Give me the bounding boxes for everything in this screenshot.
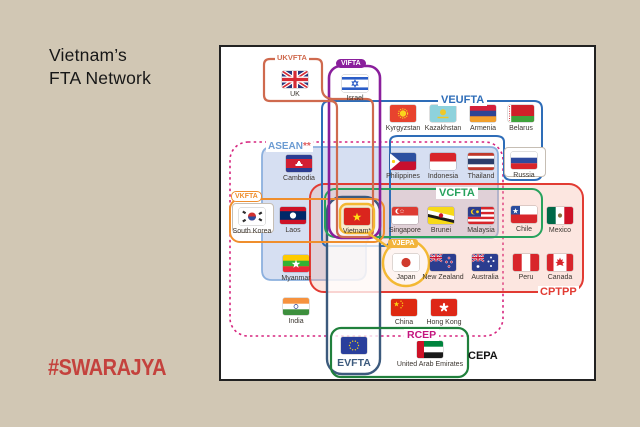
flag-malaysia-icon	[468, 207, 494, 224]
country-label: Indonesia	[427, 173, 459, 180]
label-vkfta: VKFTA	[231, 191, 262, 202]
label-cepa: CEPA	[468, 350, 498, 362]
label-asean-text: ASEAN	[268, 141, 304, 152]
flag-kazakhstan-icon	[430, 105, 456, 122]
flag-belarus-icon	[508, 105, 534, 122]
swarajya-logo: #SWARAJYA	[48, 355, 167, 381]
country-label: Brunei	[430, 227, 452, 234]
flag-russia-icon	[511, 152, 537, 169]
country-label: Thailand	[467, 173, 495, 180]
country-label: Japan	[396, 274, 416, 281]
flag-brunei-icon	[428, 207, 454, 224]
label-asean: ASEAN**	[266, 141, 313, 152]
country-label: Peru	[518, 274, 534, 281]
country-label: Chile	[516, 226, 532, 233]
flag-kyrgyzstan-icon	[390, 105, 416, 122]
flag-indonesia-icon	[430, 153, 456, 170]
flag-south-korea-icon	[239, 208, 265, 225]
country-label: UK	[290, 91, 300, 98]
label-vifta: VIFTA	[336, 59, 366, 68]
country-label: New Zealand	[422, 274, 464, 281]
country-label: Philippines	[386, 173, 420, 180]
country-label: Israel	[346, 95, 364, 102]
flag-mexico-icon	[547, 207, 573, 224]
country-label: Kyrgyzstan	[385, 125, 421, 132]
country-label: Mexico	[548, 227, 572, 234]
label-veufta: VEUFTA	[438, 94, 488, 106]
flag-hong-kong-icon	[431, 299, 457, 316]
label-vjepa: VJEPA	[388, 239, 419, 248]
flag-peru-icon	[513, 254, 539, 271]
country-label: Kazakhstan	[424, 125, 462, 132]
flag-uae-icon	[417, 341, 443, 358]
flag-canada-icon	[547, 254, 573, 271]
label-cptpp: CPTPP	[538, 286, 579, 298]
flag-india-icon	[283, 298, 309, 315]
flag-eu-icon	[341, 337, 367, 354]
country-label: Myanmar	[281, 275, 311, 282]
flag-singapore-icon	[392, 207, 418, 224]
flag-vietnam-icon	[344, 208, 370, 225]
title-line-1: Vietnam’s	[49, 45, 128, 65]
country-label: Singapore	[389, 227, 421, 234]
country-label: Hong Kong	[426, 319, 462, 326]
country-label: United Arab Emirates	[396, 361, 464, 368]
flag-philippines-icon	[390, 153, 416, 170]
flag-israel-icon	[342, 75, 368, 92]
flag-laos-icon	[280, 207, 306, 224]
country-label: Russia	[513, 172, 535, 179]
title-line-2: FTA Network	[49, 68, 152, 88]
label-asean-suffix: **	[303, 141, 311, 152]
country-label: India	[288, 318, 304, 325]
label-evfta: EVFTA	[337, 357, 371, 369]
label-ukvfta: UKVFTA	[275, 53, 309, 62]
label-rcep: RCEP	[404, 329, 440, 341]
flag-china-icon	[391, 299, 417, 316]
flag-myanmar-icon	[283, 255, 309, 272]
country-label: Vietnam*	[342, 228, 372, 235]
flag-japan-icon	[393, 254, 419, 271]
country-label: Canada	[547, 274, 573, 281]
country-label: Cambodia	[283, 175, 315, 182]
flag-cambodia-icon	[286, 155, 312, 172]
flag-australia-icon	[472, 254, 498, 271]
country-label: China	[394, 319, 414, 326]
flag-chile-icon	[511, 206, 537, 223]
country-label: South Korea	[232, 228, 272, 235]
label-vcfta: VCFTA	[436, 187, 478, 199]
flag-uk-icon	[282, 71, 308, 88]
country-label: Australia	[471, 274, 499, 281]
country-label: Malaysia	[467, 227, 495, 234]
flag-thailand-icon	[468, 153, 494, 170]
flag-armenia-icon	[470, 105, 496, 122]
country-label: Belarus	[509, 125, 533, 132]
country-label: Laos	[285, 227, 301, 234]
flag-new-zealand-icon	[430, 254, 456, 271]
country-label: Armenia	[469, 125, 497, 132]
page-title: Vietnam’s FTA Network	[49, 44, 151, 90]
